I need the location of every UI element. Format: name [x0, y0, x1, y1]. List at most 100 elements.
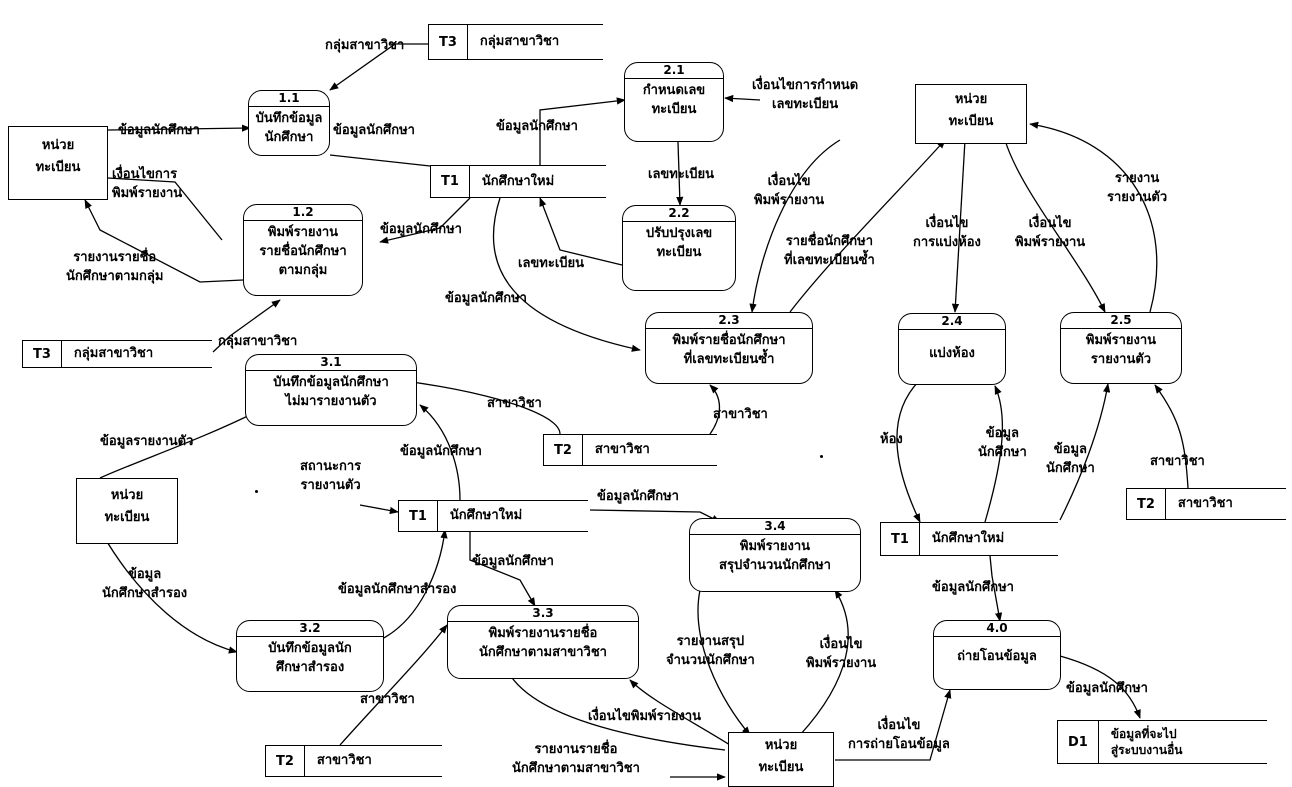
flow-line — [379, 529, 448, 641]
scan-dot — [820, 455, 823, 458]
store-name: นักศึกษาใหม่ — [931, 531, 1005, 546]
process-name: พิมพ์รายงาน รายชื่อนักศึกษา ตามกลุ่ม — [259, 225, 347, 278]
flow-label: ข้อมูลนักศึกษา — [380, 222, 462, 237]
process-name: ถ่ายโอนข้อมูล — [957, 649, 1037, 664]
flow-label: ข้อมูลนักศึกษา — [496, 119, 578, 134]
process-3-2: 3.2 บันทึกข้อมูลนัก ศึกษาสำรอง — [236, 620, 384, 692]
flow-line — [107, 124, 251, 132]
process-3-3: 3.3 พิมพ์รายงานรายชื่อ นักศึกษาตามสาขาวิ… — [447, 605, 639, 679]
flow-label: เงื่อนไข พิมพ์รายงาน — [1015, 216, 1086, 250]
flow-line — [749, 139, 841, 313]
flow-line — [835, 689, 952, 761]
flow-label: ข้อมูลนักศึกษา — [118, 123, 200, 138]
store-name: นักศึกษาใหม่ — [449, 508, 523, 523]
flow-line — [989, 555, 1003, 622]
flow-line — [676, 141, 684, 206]
process-id: 3.4 — [690, 519, 860, 535]
flow-label: สถานะการ รายงานตัว — [300, 459, 362, 493]
flow-line — [629, 679, 731, 746]
flow-label: กลุ่มสาขาวิชา — [325, 38, 405, 53]
entity-registration-right-top: หน่วย ทะเบียน — [915, 84, 1027, 144]
store-name: ข้อมูลที่จะไป สู่ระบบงานอื่น — [1110, 727, 1183, 757]
process-id: 2.2 — [623, 206, 735, 222]
process-id: 2.1 — [625, 63, 723, 79]
flow-line — [419, 404, 461, 501]
store-name: สาขาวิชา — [1177, 496, 1233, 511]
process-name: แบ่งห้อง — [929, 346, 975, 361]
store-id: D1 — [1058, 721, 1099, 763]
flow-label: รายงานรายชื่อ นักศึกษาตามกลุ่ม — [66, 250, 164, 284]
flow-label: เงื่อนไขพิมพ์รายงาน — [588, 709, 702, 724]
process-3-4: 3.4 พิมพ์รายงาน สรุปจำนวนนักศึกษา — [689, 518, 861, 592]
process-id: 3.2 — [237, 621, 383, 637]
process-name: กำหนดเลข ทะเบียน — [642, 83, 706, 117]
process-id: 1.1 — [249, 91, 329, 107]
flow-line — [212, 299, 281, 353]
flow-label: สาขาวิชา — [487, 396, 542, 411]
store-t1-right: T1 นักศึกษาใหม่ — [880, 522, 1058, 556]
flow-label: ข้อมูลนักศึกษาสำรอง — [338, 582, 457, 597]
store-name: สาขาวิชา — [316, 753, 372, 768]
process-id: 1.2 — [244, 205, 362, 221]
store-name: นักศึกษาใหม่ — [481, 173, 555, 189]
process-id: 2.5 — [1061, 313, 1181, 329]
flow-line — [84, 199, 244, 283]
flow-line — [359, 504, 399, 515]
flow-label: ข้อมูลนักศึกษา — [597, 489, 679, 504]
store-t2-right: T2 สาขาวิชา — [1126, 488, 1286, 520]
scan-dot — [255, 490, 258, 493]
process-2-2: 2.2 ปรับปรุงเลข ทะเบียน — [622, 205, 736, 291]
store-t2-mid: T2 สาขาวิชา — [543, 434, 717, 466]
flow-label: ข้อมูลนักศึกษา — [333, 123, 415, 138]
flow-line — [539, 197, 623, 266]
store-id: T2 — [1127, 489, 1166, 519]
store-t2-bottom: T2 สาขาวิชา — [265, 745, 442, 777]
flow-line — [1154, 384, 1189, 489]
process-name: ปรับปรุงเลข ทะเบียน — [645, 226, 713, 260]
flow-label: ข้อมูลนักศึกษา — [400, 444, 482, 459]
entity-registration-bottom: หน่วย ทะเบียน — [728, 732, 834, 787]
flow-line — [1059, 383, 1111, 521]
flow-label: ข้อมูลนักศึกษา — [1066, 681, 1148, 696]
flow-line — [469, 530, 536, 607]
flow-label: เลขทะเบียน — [518, 256, 585, 271]
flow-label: ข้อมูลนักศึกษา — [932, 580, 1014, 595]
process-id: 4.0 — [934, 621, 1060, 637]
flow-label: ข้อมูล นักศึกษา — [1046, 442, 1095, 476]
store-t3-top: T3 กลุ่มสาขาวิชา — [428, 24, 603, 60]
store-name: กลุ่มสาขาวิชา — [479, 34, 560, 49]
store-id: T3 — [429, 25, 468, 59]
process-4-0: 4.0 ถ่ายโอนข้อมูล — [933, 620, 1061, 690]
process-name: บันทึกข้อมูลนักศึกษา ไม่มารายงานตัว — [273, 375, 389, 409]
flow-label: รายงาน รายงานตัว — [1107, 171, 1168, 205]
flow-line — [99, 409, 261, 479]
flow-label: รายงานสรุป จำนวนนักศึกษา — [666, 634, 755, 668]
process-name: พิมพ์รายงาน สรุปจำนวนนักศึกษา — [719, 539, 831, 573]
store-d1: D1 ข้อมูลที่จะไป สู่ระบบงานอื่น — [1057, 720, 1267, 764]
flow-label: สาขาวิชา — [713, 407, 768, 422]
flow-line — [509, 674, 726, 751]
flow-line — [1059, 655, 1141, 719]
flow-label: เลขทะเบียน — [648, 167, 715, 182]
process-name: บันทึกข้อมูลนัก ศึกษาสำรอง — [268, 641, 352, 675]
flow-label: ข้อมูลนักศึกษา — [445, 291, 527, 306]
process-id: 3.1 — [246, 355, 416, 371]
process-name: บันทึกข้อมูล นักศึกษา — [255, 111, 323, 145]
flow-line — [539, 97, 626, 165]
process-1-2: 1.2 พิมพ์รายงาน รายชื่อนักศึกษา ตามกลุ่ม — [243, 204, 363, 296]
process-2-3: 2.3 พิมพ์รายชื่อนักศึกษา ที่เลขทะเบียนซ้… — [645, 312, 813, 384]
flow-line — [697, 589, 751, 736]
flow-line — [709, 384, 721, 435]
store-id: T1 — [431, 166, 470, 197]
flow-label: ข้อมูลรายงานตัว — [100, 434, 194, 449]
flow-label: เงื่อนไข พิมพ์รายงาน — [806, 637, 877, 671]
flow-label: เงื่อนไขการกำหนด เลขทะเบียน — [752, 78, 859, 112]
store-t1-top: T1 นักศึกษาใหม่ — [430, 165, 606, 198]
process-id: 2.3 — [646, 313, 812, 329]
flow-label: ข้อมูลนักศึกษา — [472, 554, 554, 569]
process-name: พิมพ์รายงาน รายงานตัว — [1085, 333, 1157, 367]
process-name: พิมพ์รายชื่อนักศึกษา ที่เลขทะเบียนซ้ำ — [672, 333, 786, 367]
flow-label: กลุ่มสาขาวิชา — [218, 334, 298, 349]
flow-label: เงื่อนไขการ พิมพ์รายงาน — [112, 167, 183, 201]
